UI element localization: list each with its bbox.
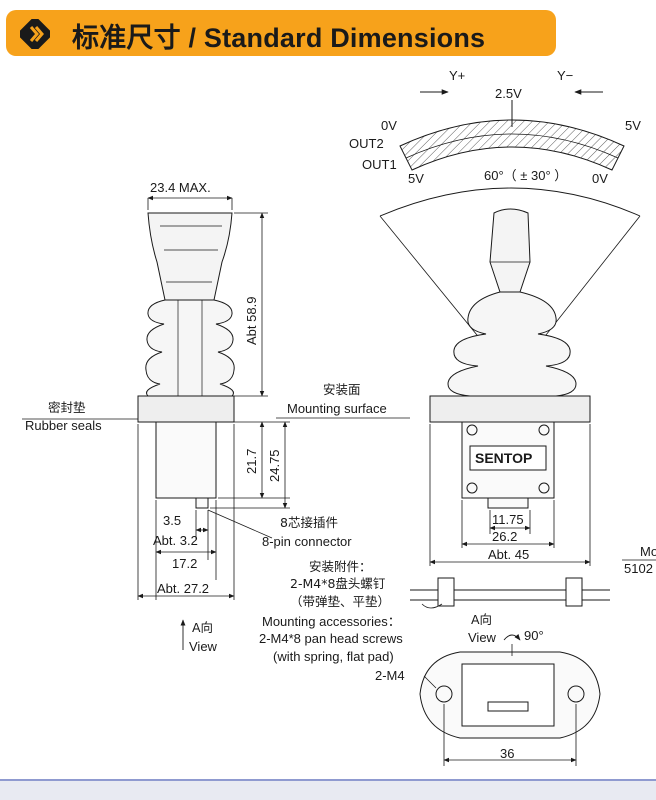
dim-36-label: 36: [500, 746, 514, 761]
page-title: 标准尺寸 / Standard Dimensions: [72, 23, 486, 53]
footer-bar: [0, 781, 656, 800]
side-view-drawing: [22, 195, 410, 650]
side-flange: [137, 395, 235, 423]
accessories-label: Mounting accessories：: [262, 614, 401, 629]
holes-leader: [423, 675, 437, 689]
footer-divider: [0, 779, 656, 782]
rubber-seals-label: Rubber seals: [25, 418, 102, 433]
dim-26-2-label: 26.2: [492, 529, 517, 544]
mount-hole-left: [435, 685, 453, 703]
rotation-label: 90°: [524, 628, 544, 643]
accessories-cn: 安装附件：: [309, 559, 372, 574]
screw-left: [437, 577, 455, 607]
out1-label: OUT1: [362, 157, 397, 172]
top-left-voltage: 0V: [381, 118, 397, 133]
hatched-arc: [399, 119, 625, 171]
screws-cn: 2-M4*8盘头螺钉: [290, 576, 386, 591]
mounting-surface-label: Mounting surface: [287, 401, 387, 416]
motion-arc: [379, 187, 641, 217]
side-connector-pin: [195, 497, 209, 509]
bottom-view-drawing: [419, 633, 601, 766]
angle-label: 60°（ ± 30° ）: [484, 168, 567, 183]
connector-cn: 8芯接插件: [280, 515, 338, 530]
dim-21-7-label: 21.7: [244, 449, 259, 474]
front-handle: [489, 208, 531, 293]
front-connector: [487, 497, 529, 509]
dim-11-75-label: 11.75: [492, 512, 524, 527]
bellows-axis-lines: [177, 300, 203, 396]
dim-24-75-label: 24.75: [267, 449, 282, 482]
screw-right: [565, 577, 583, 607]
pads-label: (with spring, flat pad): [273, 649, 394, 664]
arc-divider: [405, 133, 619, 159]
bottom-connector: [487, 701, 529, 712]
bottom-body: [461, 663, 555, 727]
rotation-arrow: [503, 633, 521, 641]
bottom-view-label: View: [468, 630, 497, 645]
y-plus-label: Y+: [449, 68, 465, 83]
side-bellows: [145, 299, 235, 397]
double-chevron-icon: [20, 19, 50, 49]
cut-off-text-1: Mo: [640, 544, 656, 559]
dim-45-label: Abt. 45: [488, 547, 529, 562]
out2-label: OUT2: [349, 136, 384, 151]
dim-27-2-label: Abt. 27.2: [157, 581, 209, 596]
dim-58-9-label: Abt 58.9: [244, 297, 259, 345]
bottom-view-cn: A向: [471, 612, 492, 627]
top-right-voltage: 5V: [625, 118, 641, 133]
dim-23-4-label: 23.4 MAX.: [150, 180, 211, 195]
mount-hole-right: [567, 685, 585, 703]
handle-grooves: [160, 225, 222, 283]
connector-label: 8-pin connector: [262, 534, 352, 549]
pads-cn: （带弹垫、平垫）: [290, 594, 390, 609]
dim-3-5-label: 3.5: [163, 513, 181, 528]
brand-plate: [469, 445, 547, 471]
holes-label: 2-M4: [375, 668, 405, 683]
bottom-right-voltage: 0V: [592, 171, 608, 186]
screws-label: 2-M4*8 pan head screws: [259, 631, 403, 646]
connector-leader: [207, 509, 273, 539]
dim-3-2-label: Abt. 3.2: [153, 533, 198, 548]
front-bellows: [447, 291, 577, 397]
bottom-left-voltage: 5V: [408, 171, 424, 186]
front-flange: [429, 395, 591, 423]
cut-off-text-2: 5102: [624, 561, 653, 576]
dim-17-2-label: 17.2: [172, 556, 197, 571]
mounting-surface-cn: 安装面: [323, 382, 361, 397]
brand-sentop: SENTOP: [475, 450, 532, 466]
rubber-seals-cn: 密封垫: [48, 400, 86, 415]
side-body: [155, 421, 217, 499]
front-view-drawing: [410, 208, 610, 609]
header-banner: 标准尺寸 / Standard Dimensions: [6, 10, 556, 56]
center-voltage: 2.5V: [495, 86, 522, 101]
view-a-cn: A向: [192, 620, 213, 635]
y-minus-label: Y−: [557, 68, 573, 83]
view-a-label: View: [189, 639, 218, 654]
